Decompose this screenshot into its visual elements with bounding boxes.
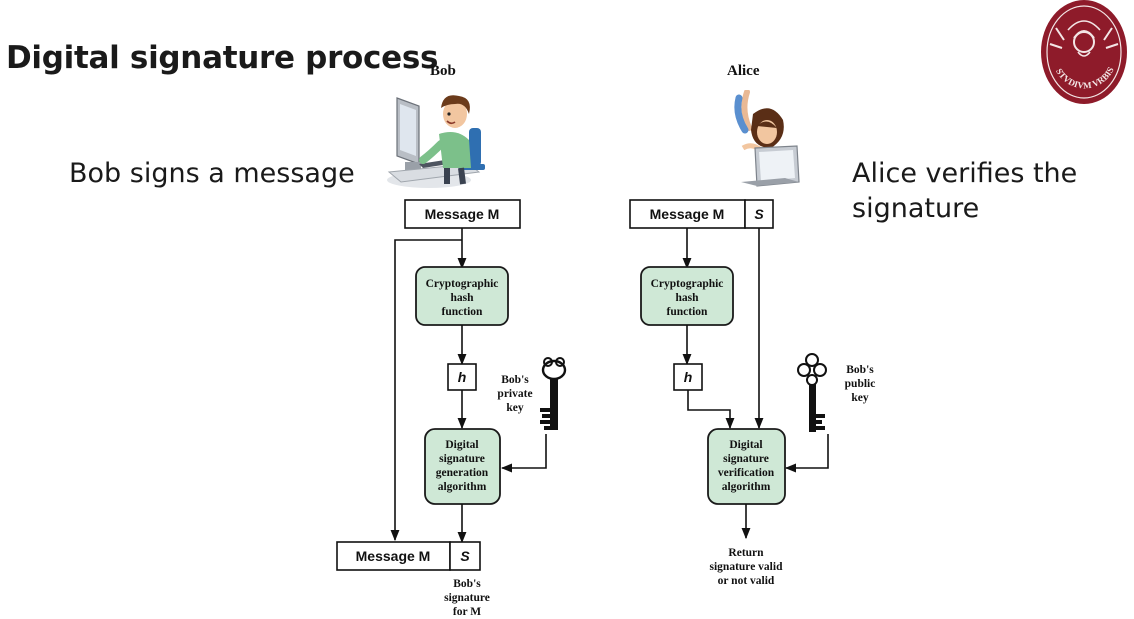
bob-signature-note-line-1: Bob's bbox=[453, 578, 481, 590]
bob-algo-line-2: signature bbox=[439, 453, 485, 465]
alice-hash-line-1: Cryptographic bbox=[651, 278, 724, 290]
bob-generation-algorithm-node: Digital signature generation algorithm bbox=[424, 428, 501, 505]
bob-hash-line-3: function bbox=[442, 306, 484, 318]
alice-key-note-line-2: public bbox=[845, 378, 876, 390]
alice-arrow-h-to-algo bbox=[687, 390, 735, 430]
alice-hash-value: h bbox=[684, 369, 693, 385]
bob-label: Bob bbox=[430, 63, 456, 79]
private-key-icon bbox=[540, 357, 567, 430]
alice-result-line-1: Return bbox=[728, 547, 764, 559]
bob-message-box: Message M bbox=[404, 199, 521, 229]
alice-input-box: Message M S bbox=[629, 199, 774, 229]
bob-hash-line-2: hash bbox=[450, 292, 474, 304]
alice-algo-line-3: verification bbox=[718, 467, 775, 479]
alice-hash-line-2: hash bbox=[675, 292, 699, 304]
bob-arrow-message-bypass bbox=[390, 239, 462, 542]
bob-output-signature: S bbox=[460, 548, 470, 564]
bob-key-note-line-1: Bob's bbox=[501, 374, 529, 386]
bob-signature-note-line-3: for M bbox=[453, 606, 481, 618]
bob-computer-illustration bbox=[383, 84, 493, 190]
bob-hash-value: h bbox=[458, 369, 467, 385]
bob-arrow-key-to-algo bbox=[500, 434, 547, 473]
alice-algo-line-1: Digital bbox=[729, 439, 762, 451]
alice-verification-diagram: Message M S Cryptographic hash function … bbox=[629, 199, 876, 587]
alice-verification-algorithm-node: Digital signature verification algorithm bbox=[707, 428, 786, 505]
alice-signature-label: S bbox=[754, 206, 764, 222]
alice-laptop-illustration bbox=[734, 90, 800, 187]
alice-algo-line-2: signature bbox=[723, 453, 769, 465]
alice-key-note-line-3: key bbox=[851, 392, 869, 404]
bob-key-note-line-3: key bbox=[506, 402, 524, 414]
slide-title: Digital signature process bbox=[6, 40, 439, 76]
alice-key-note-line-1: Bob's bbox=[846, 364, 874, 376]
bob-output-box: Message M S bbox=[336, 541, 481, 571]
bob-signing-diagram: Message M Cryptographic hash function h … bbox=[336, 199, 567, 618]
alice-caption-line-1: Alice verifies the bbox=[852, 158, 1078, 189]
bob-algo-line-1: Digital bbox=[445, 439, 478, 451]
bob-caption: Bob signs a message bbox=[69, 158, 355, 189]
public-key-icon bbox=[797, 353, 827, 432]
bob-signature-note-line-2: signature bbox=[444, 592, 490, 604]
alice-caption-line-2: signature bbox=[852, 193, 980, 224]
bob-hash-node: Cryptographic hash function bbox=[415, 266, 509, 326]
alice-message-label: Message M bbox=[650, 206, 725, 222]
alice-hash-line-3: function bbox=[667, 306, 709, 318]
university-seal-logo: STVDIVM VRBIS bbox=[1041, 0, 1127, 104]
alice-label: Alice bbox=[727, 63, 760, 79]
alice-hash-value-box: h bbox=[673, 363, 703, 391]
alice-result-line-2: signature valid bbox=[710, 561, 784, 573]
alice-result-line-3: or not valid bbox=[718, 575, 775, 587]
bob-key-note-line-2: private bbox=[497, 388, 532, 400]
bob-message-label: Message M bbox=[425, 206, 500, 222]
bob-hash-value-box: h bbox=[447, 363, 477, 391]
bob-hash-line-1: Cryptographic bbox=[426, 278, 499, 290]
alice-caption: Alice verifies the signature bbox=[852, 156, 1077, 226]
alice-arrow-key-to-algo bbox=[784, 434, 829, 473]
bob-output-message: Message M bbox=[356, 548, 431, 564]
bob-algo-line-3: generation bbox=[436, 467, 489, 479]
alice-algo-line-4: algorithm bbox=[722, 481, 771, 493]
alice-hash-node: Cryptographic hash function bbox=[640, 266, 734, 326]
bob-algo-line-4: algorithm bbox=[438, 481, 487, 493]
